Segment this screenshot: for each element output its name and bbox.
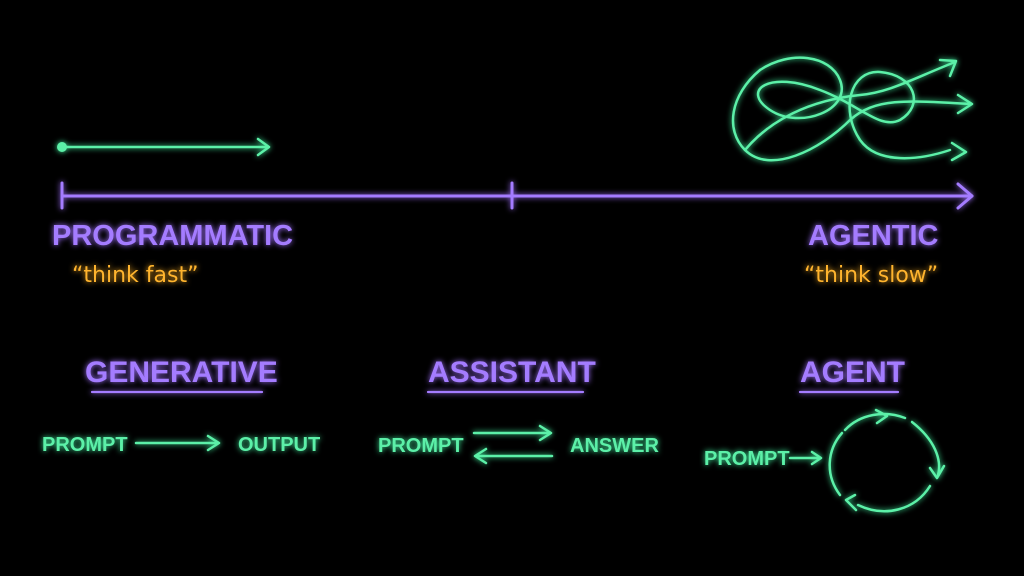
assistant-input-label: PROMPT [378, 435, 464, 457]
agent-loop-cycle [828, 408, 946, 513]
spectrum-axis [60, 181, 974, 210]
tangled-path-scribble [731, 56, 974, 162]
assistant-exchange-arrows [472, 424, 554, 465]
agentic-quote: “think slow” [804, 263, 938, 288]
agent-input-label: PROMPT [704, 448, 790, 470]
generative-flow-arrow [134, 434, 221, 452]
agent-title: AGENT [800, 356, 905, 389]
generative-input-label: PROMPT [42, 434, 128, 456]
programmatic-quote: “think fast” [72, 263, 198, 288]
generative-title: GENERATIVE [85, 356, 278, 389]
assistant-output-label: ANSWER [570, 435, 659, 457]
generative-output-label: OUTPUT [238, 434, 320, 456]
agentic-label: AGENTIC [808, 220, 939, 252]
assistant-title: ASSISTANT [428, 356, 596, 389]
programmatic-label: PROGRAMMATIC [52, 220, 293, 252]
agent-input-arrow [788, 450, 823, 466]
straight-path-arrow [57, 137, 271, 157]
